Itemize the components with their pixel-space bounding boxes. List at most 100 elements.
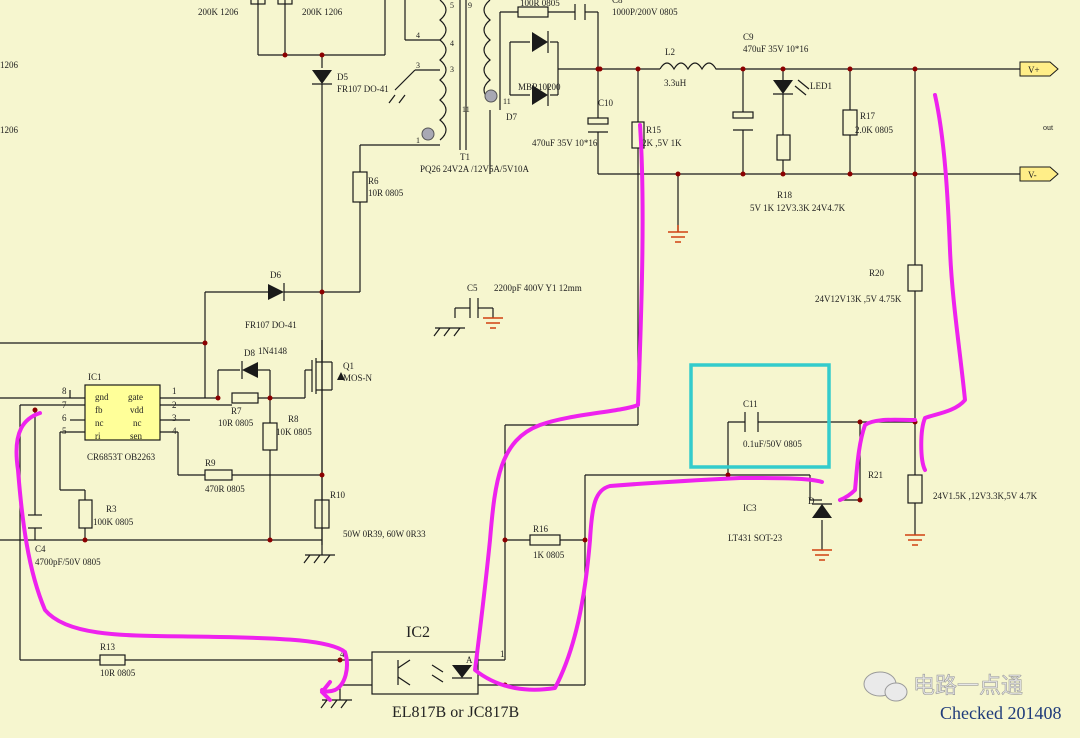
- r13-ref: R13: [100, 642, 116, 652]
- c4-ref: C4: [35, 544, 46, 554]
- ic1-pin4-num: 4: [172, 426, 177, 436]
- c11-ref: C11: [743, 399, 758, 409]
- c10-body: [587, 117, 609, 125]
- highlight-box: [689, 363, 831, 469]
- q1-ref: Q1: [343, 361, 354, 371]
- c4-value: 4700pF/50V 0805: [35, 557, 101, 567]
- r16-value: 1K 0805: [533, 550, 565, 560]
- ic1-pin3-num: 3: [172, 413, 177, 423]
- out-label: out: [1043, 123, 1054, 132]
- t1-pin-11b: 11: [503, 97, 511, 106]
- t1-pin-9: 9: [468, 1, 472, 10]
- ic1-pin2-num: 2: [172, 400, 177, 410]
- ic1-pin7-num: 7: [62, 400, 67, 410]
- r21-ref: R21: [868, 470, 883, 480]
- r-top-mid-body: [277, 0, 293, 5]
- r-snub-value: 100R 0805: [520, 0, 560, 8]
- c8-ref: C8: [612, 0, 623, 5]
- r9-value: 470R 0805: [205, 484, 245, 494]
- t1-pin-11a: 11: [462, 105, 470, 114]
- vplus-label: V+: [1028, 65, 1040, 75]
- c10-value: 470uF 35V 10*16: [532, 138, 598, 148]
- ic3-ref: IC3: [743, 503, 757, 513]
- ic2-symbol: [371, 651, 479, 695]
- vminus-label: V-: [1028, 170, 1037, 180]
- ic2-pin-4: 4: [340, 649, 345, 659]
- ic3-value: LT431 SOT-23: [728, 533, 783, 543]
- r13-value: 10R 0805: [100, 668, 136, 678]
- grounds: [303, 94, 925, 709]
- r7-value: 10R 0805: [218, 418, 254, 428]
- diodes: [241, 31, 832, 518]
- junctions: [32, 52, 918, 688]
- output-ports: [1019, 61, 1059, 182]
- d8-value: 1N4148: [258, 346, 287, 356]
- r10-value: 50W 0R39, 60W 0R33: [343, 529, 426, 539]
- d6-symbol: [268, 284, 284, 300]
- r-snub-body: [517, 6, 549, 18]
- r17-ref: R17: [860, 111, 876, 121]
- r3-value: 100K 0805: [93, 517, 134, 527]
- watermark: 电路一点通: [863, 671, 1023, 702]
- ic2-ref: IC2: [406, 624, 430, 641]
- q1-symbol: [305, 340, 345, 394]
- t1-value: PQ26 24V2A /12V5A/5V10A: [420, 164, 530, 174]
- c8-value: 1000P/200V 0805: [612, 7, 678, 17]
- t1-pin-4a: 4: [416, 31, 420, 40]
- ic1-pin3-name: nc: [133, 418, 142, 428]
- chassis-ground-icon: [433, 327, 465, 337]
- l2-value: 3.3uH: [664, 78, 687, 88]
- d7b-symbol: [532, 85, 548, 105]
- d8-symbol: [242, 362, 258, 378]
- r-top-left-body: [250, 0, 266, 5]
- ic1-pin8-num: 8: [62, 386, 67, 396]
- led1-ref: LED1: [810, 81, 832, 91]
- ic1-body: [84, 384, 161, 441]
- t1-pin-1: 1: [416, 136, 420, 145]
- watermark-text: 电路一点通: [913, 673, 1023, 698]
- transformer-t1: [421, 0, 498, 150]
- d5-value: FR107 DO-41: [337, 84, 389, 94]
- ic1-pin5-num: 5: [62, 426, 67, 436]
- d6-value: FR107 DO-41: [245, 320, 297, 330]
- t1-pin-3b: 3: [450, 65, 454, 74]
- c9-value: 470uF 35V 10*16: [743, 44, 809, 54]
- ic1-pin6-num: 6: [62, 413, 67, 423]
- r15-body: [631, 121, 645, 149]
- c9-ref: C9: [743, 32, 754, 42]
- r9-ref: R9: [205, 458, 216, 468]
- ic1-pin8-name: gnd: [95, 392, 109, 402]
- ic1-pin5-name: ri: [95, 431, 101, 441]
- t1-ref: T1: [460, 152, 470, 162]
- ic1-pin7-name: fb: [95, 405, 103, 415]
- ic2-pin-a: A: [466, 655, 473, 665]
- c11-value: 0.1uF/50V 0805: [743, 439, 802, 449]
- ic3-symbol: [812, 504, 832, 518]
- ic2-value: EL817B or JC817B: [392, 704, 519, 721]
- l2-symbol: [659, 62, 720, 71]
- r3-ref: R3: [106, 504, 117, 514]
- chassis-ground-icon: [303, 554, 335, 564]
- t1-pin-4b: 4: [450, 39, 454, 48]
- r10-body: [314, 499, 330, 529]
- r-left-2-value: 1206: [0, 125, 19, 135]
- r18-ref: R18: [777, 190, 793, 200]
- c9-body: [732, 111, 754, 119]
- checked-stamp: Checked 201408: [940, 703, 1061, 723]
- r15-value: 2K ,5V 1K: [642, 138, 682, 148]
- ic1-ref: IC1: [88, 372, 102, 382]
- d8-ref: D8: [244, 348, 255, 358]
- d5-symbol: [312, 70, 332, 84]
- l2-ref: L2: [665, 47, 675, 57]
- t1-pin-5: 5: [450, 1, 454, 10]
- r10-ref: R10: [330, 490, 346, 500]
- ic1-pin1-num: 1: [172, 386, 177, 396]
- d7-ref-label: MBR10200: [518, 82, 561, 92]
- r13-body: [99, 654, 126, 666]
- r6-value: 10R 0805: [368, 188, 404, 198]
- d5-ref: D5: [337, 72, 348, 82]
- ic1-pin2-name: vdd: [130, 405, 144, 415]
- ic3-pin-d: D: [808, 496, 815, 506]
- r7-ref: R7: [231, 406, 242, 416]
